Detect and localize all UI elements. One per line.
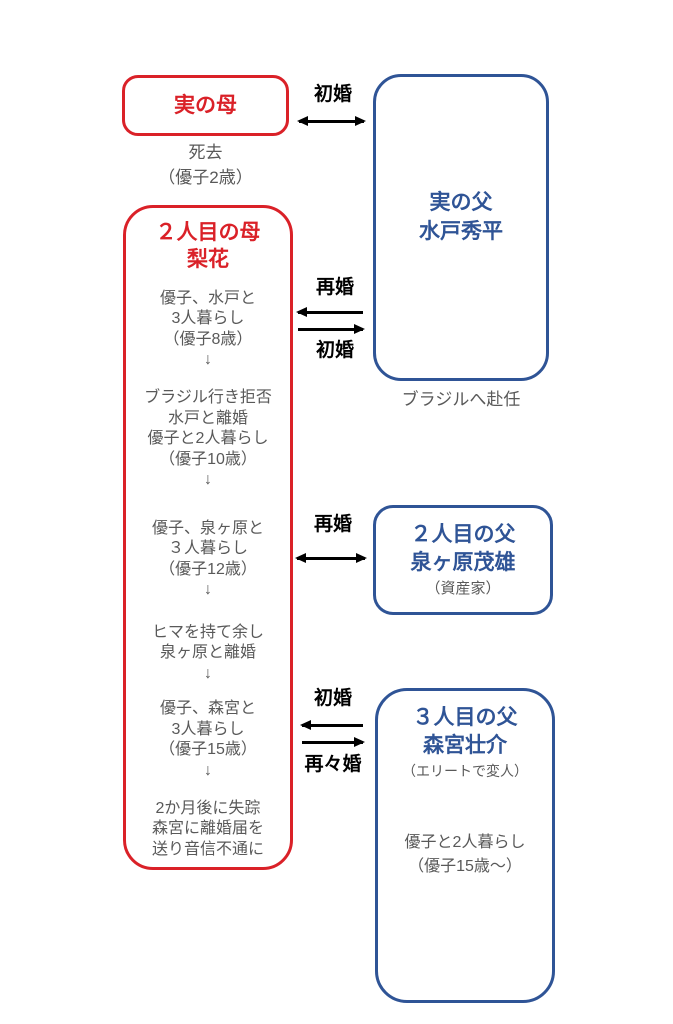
second-marriage-top-label: 再婚 xyxy=(315,277,354,298)
fourth-marriage-top-label: 初婚 xyxy=(313,688,352,709)
mother1-title: 実の母 xyxy=(174,93,237,117)
father3-body: 優子と2人暮らし （優子15歳〜） xyxy=(404,834,526,876)
mother2-section-5: 優子、森宮と 3人暮らし （優子15歳） ↓ xyxy=(159,700,257,779)
first-marriage-double-arrow-icon xyxy=(299,120,364,123)
mother2-section-4: ヒマを持て余し 泉ヶ原と離婚 ↓ xyxy=(151,623,264,682)
third-marriage-label: 再婚 xyxy=(313,514,352,535)
second-marriage-bottom-label: 初婚 xyxy=(315,340,354,361)
second-marriage-right-arrow-icon xyxy=(298,328,363,331)
second-marriage-left-arrow-icon xyxy=(298,311,363,314)
fourth-marriage-left-arrow-icon xyxy=(302,724,363,727)
mother2-section-3: 優子、泉ヶ原と ３人暮らし （優子12歳） ↓ xyxy=(151,519,264,599)
father3-note: （エリートで変人） xyxy=(402,762,528,779)
father2-box: ２人目の父 泉ヶ原茂雄 （資産家） xyxy=(373,505,553,615)
father3-title: ３人目の父 森宮壮介 xyxy=(412,706,518,758)
father2-title: ２人目の父 泉ヶ原茂雄 xyxy=(410,522,516,574)
first-marriage-label: 初婚 xyxy=(313,84,352,105)
mother1-caption: 死去 （優子2歳） xyxy=(158,143,253,187)
fourth-marriage-bottom-label: 再々婚 xyxy=(304,754,362,775)
mother1-box: 実の母 xyxy=(122,75,289,136)
father1-title: 実の父 水戸秀平 xyxy=(419,191,503,243)
mother2-section-6: 2か月後に失踪 森宮に離婚届を 送り音信不通に xyxy=(151,799,264,858)
mother2-section-1: 優子、水戸と 3人暮らし （優子8歳） ↓ xyxy=(159,289,256,368)
mother2-title: ２人目の母 梨花 xyxy=(155,221,261,272)
father1-box: 実の父 水戸秀平 xyxy=(373,74,549,381)
mother2-box: ２人目の母 梨花 優子、水戸と 3人暮らし （優子8歳） ↓ ブラジル行き拒否 … xyxy=(123,205,293,870)
third-marriage-double-arrow-icon xyxy=(297,557,365,560)
father2-note: （資産家） xyxy=(425,580,501,598)
fourth-marriage-right-arrow-icon xyxy=(302,741,363,744)
father3-box: ３人目の父 森宮壮介 （エリートで変人） 優子と2人暮らし （優子15歳〜） xyxy=(375,688,555,1003)
mother2-section-2: ブラジル行き拒否 水戸と離婚 優子と2人暮らし （優子10歳） ↓ xyxy=(144,389,272,489)
father1-caption: ブラジルへ赴任 xyxy=(401,390,521,409)
